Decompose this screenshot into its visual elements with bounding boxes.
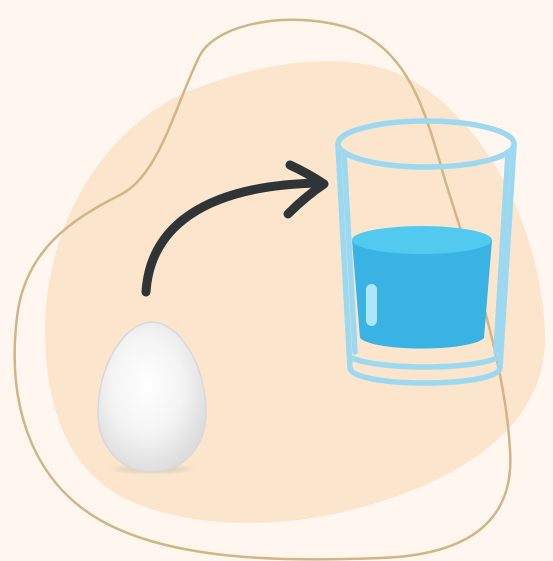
water-surface — [352, 226, 492, 254]
water-highlight — [366, 284, 377, 326]
